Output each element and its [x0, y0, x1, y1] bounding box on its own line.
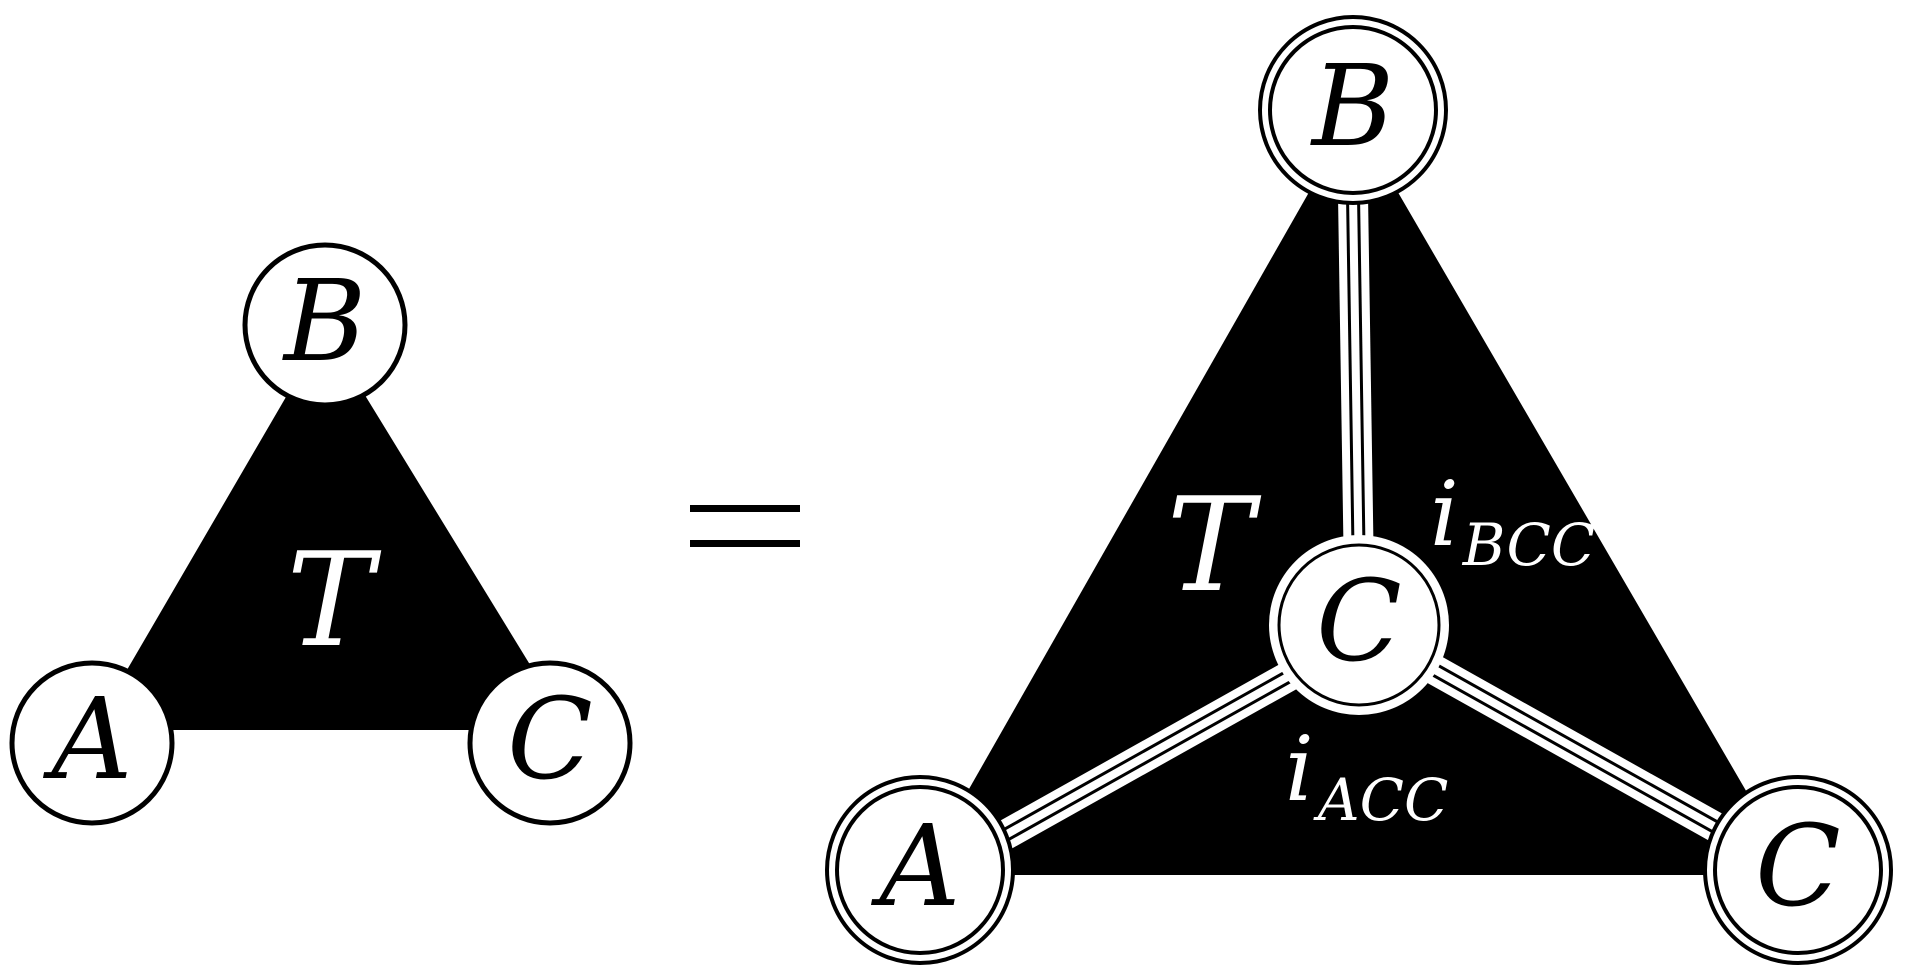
- label-i-bcc: i BCC: [1430, 462, 1595, 579]
- label-i-bcc-sub: BCC: [1462, 511, 1595, 579]
- right-node-right: C: [1703, 775, 1893, 965]
- left-node-top: B: [242, 242, 408, 408]
- right-diagram-group: T i BCC i ACC C B A C: [825, 15, 1893, 965]
- label-i-bcc-base: i: [1430, 462, 1459, 567]
- left-node-right: C: [467, 660, 633, 826]
- left-triangle-face: [92, 330, 570, 730]
- right-node-center: C: [1269, 535, 1449, 715]
- left-node-top-label: B: [282, 257, 366, 387]
- right-node-left: A: [825, 775, 1015, 965]
- right-face-label: T: [1167, 469, 1262, 621]
- right-node-right-label: C: [1755, 802, 1841, 932]
- equals-bar-top: [690, 505, 800, 512]
- left-node-left: A: [9, 660, 175, 826]
- right-node-top: B: [1258, 15, 1448, 205]
- edge-top-to-center-inner: [1349, 194, 1363, 581]
- right-node-top-label: B: [1310, 42, 1394, 172]
- equals-sign: [690, 505, 800, 547]
- left-node-left-label: A: [43, 675, 133, 805]
- equals-bar-bottom: [690, 540, 800, 547]
- right-node-center-label: C: [1316, 557, 1402, 687]
- left-face-label: T: [287, 524, 382, 676]
- label-i-acc-base: i: [1285, 717, 1314, 822]
- left-triangle-group: T B A C: [9, 242, 633, 826]
- right-node-left-label: A: [871, 802, 961, 932]
- label-i-acc: i ACC: [1285, 717, 1448, 834]
- edge-left-to-center-inner: [998, 666, 1302, 842]
- left-node-right-label: C: [507, 675, 593, 805]
- label-i-acc-sub: ACC: [1313, 766, 1449, 834]
- edge-right-to-center-inner: [1433, 666, 1737, 842]
